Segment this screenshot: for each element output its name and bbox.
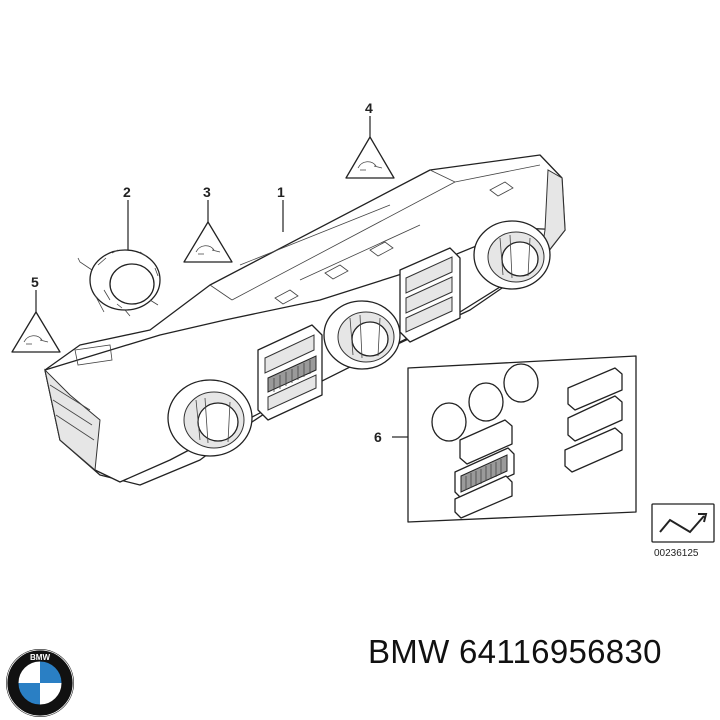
button-set-box [407,355,637,523]
fan-knob-center [323,300,401,370]
part-number-caption: BMW 64116956830 [368,633,662,670]
callout-6: 6 [374,429,382,445]
callout-leaders [35,116,408,438]
temperature-knob-left [167,379,253,457]
temperature-knob-right [473,220,551,290]
diagram-code: 00236125 [654,548,699,559]
button-stack-right [399,247,461,343]
bmw-logo-letters: BMW [30,653,50,662]
button-stack-left [257,324,323,421]
callout-3: 3 [203,184,211,200]
warning-label-4 [345,136,395,179]
callout-2: 2 [123,184,131,200]
ring-housing [77,249,161,317]
warning-label-5 [11,311,61,353]
diagram-code-stamp [651,503,715,543]
callout-5: 5 [31,274,39,290]
callout-4: 4 [365,100,373,116]
callout-1: 1 [277,184,285,200]
bmw-logo: BMW [6,649,74,717]
warning-label-3 [183,221,233,263]
